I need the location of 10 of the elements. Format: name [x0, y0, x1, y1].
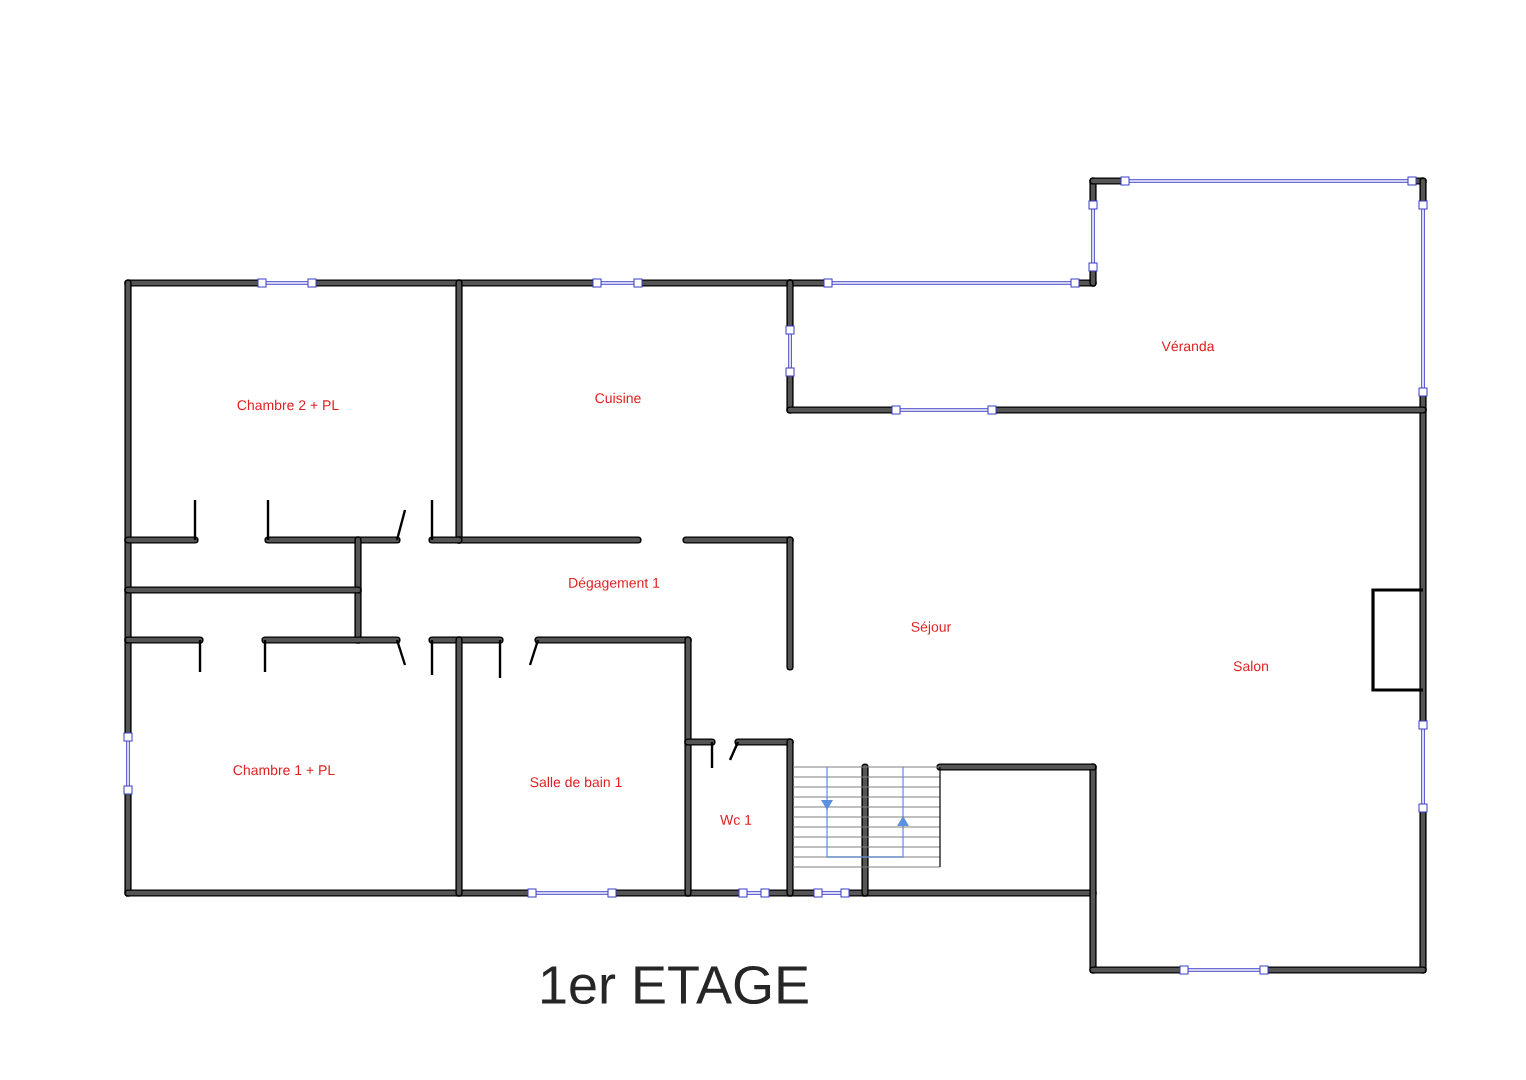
title: 1er ETAGE: [542, 965, 808, 1005]
room-label: Séjour: [911, 621, 951, 635]
room-label: Salon: [1233, 660, 1268, 672]
room-label: Véranda: [1161, 340, 1215, 352]
room-label: Salle de bain 1: [530, 776, 622, 788]
room-label: Cuisine: [595, 392, 641, 404]
room-label: Chambre 2 + PL: [237, 399, 339, 411]
room-label: Dégagement 1: [569, 577, 660, 591]
room-label: Chambre 1 + PL: [233, 764, 335, 776]
room-label: Wc 1: [720, 815, 752, 825]
